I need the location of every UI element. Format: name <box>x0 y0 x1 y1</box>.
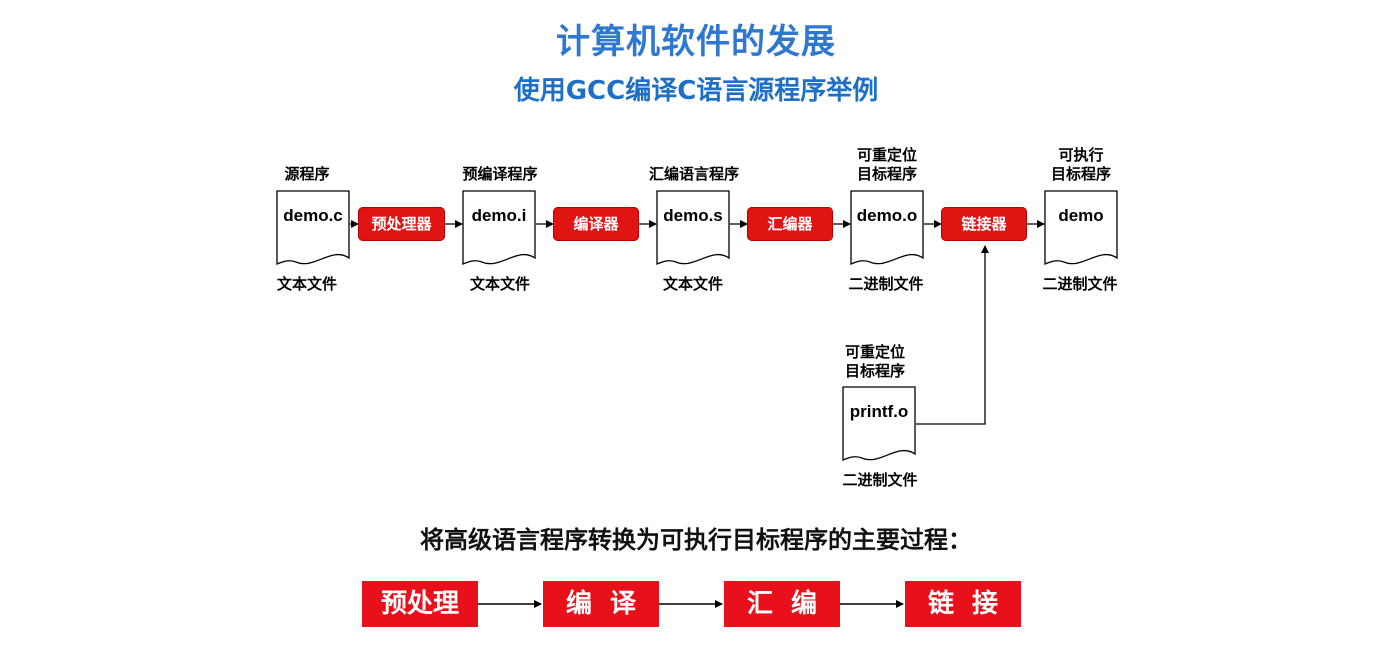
document-file-democ: demo.c <box>276 190 350 268</box>
document-file-demos: demo.s <box>656 190 730 268</box>
page-subtitle: 使用GCC编译C语言源程序举例 <box>513 76 879 106</box>
arrow-printfo-to-linker <box>916 245 989 425</box>
processor-assembler: 汇编器 <box>747 207 833 241</box>
file-top-label: 可重定位 目标程序 <box>844 343 905 380</box>
file-name: demo.i <box>471 206 527 225</box>
file-name: demo.s <box>663 206 723 225</box>
process-summary: 将高级语言程序转换为可执行目标程序的主要过程： <box>420 526 972 554</box>
document-icon <box>462 190 536 265</box>
step-link: 链 接 <box>905 581 1021 627</box>
file-type-label: 二进制文件 <box>1042 275 1118 293</box>
document-file-demoo: demo.o <box>850 190 924 268</box>
document-icon <box>842 386 916 461</box>
document-file-demo: demo <box>1044 190 1118 268</box>
file-type-label: 文本文件 <box>276 275 337 293</box>
step-compile: 编 译 <box>543 581 659 627</box>
file-top-label: 预编译程序 <box>462 165 538 183</box>
file-name: demo.c <box>283 206 343 225</box>
file-type-label: 文本文件 <box>662 275 723 293</box>
page-title: 计算机软件的发展 <box>556 22 836 62</box>
document-file-demoi: demo.i <box>462 190 536 268</box>
document-icon <box>850 190 924 265</box>
processor-linker: 链接器 <box>941 207 1027 241</box>
file-top-label: 可执行 目标程序 <box>1050 146 1111 183</box>
processor-preprocessor: 预处理器 <box>358 207 445 241</box>
file-type-label: 二进制文件 <box>842 471 918 489</box>
file-name: printf.o <box>849 402 909 421</box>
file-name: demo.o <box>856 206 918 225</box>
file-type-label: 二进制文件 <box>848 275 924 293</box>
file-top-label: 源程序 <box>284 165 330 183</box>
file-type-label: 文本文件 <box>469 275 530 293</box>
file-name: demo <box>1058 206 1104 225</box>
document-icon <box>276 190 350 265</box>
processor-compiler: 编译器 <box>553 207 639 241</box>
file-top-label: 可重定位 目标程序 <box>856 146 917 183</box>
document-icon <box>656 190 730 265</box>
step-assemble: 汇 编 <box>724 581 840 627</box>
file-top-label: 汇编语言程序 <box>648 165 739 183</box>
step-preprocess: 预处理 <box>362 581 478 627</box>
document-file-printfo: printf.o <box>842 386 916 464</box>
document-icon <box>1044 190 1118 265</box>
